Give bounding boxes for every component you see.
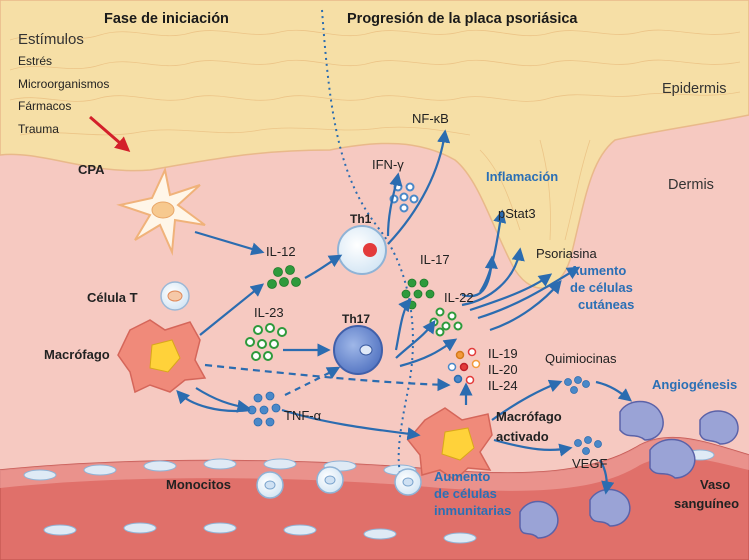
immune-cells-label-1: Aumento	[434, 470, 490, 483]
monocytes-label: Monocitos	[166, 478, 231, 491]
il24-label: IL-24	[488, 379, 518, 392]
il19-label: IL-19	[488, 347, 518, 360]
inflammation-label: Inflamación	[486, 170, 558, 183]
macrophage-label: Macrófago	[44, 348, 110, 361]
header-initiation: Fase de iniciación	[104, 12, 229, 27]
skin-cells-label-1: Aumento	[570, 264, 626, 277]
il23-label: IL-23	[254, 306, 284, 319]
chemokines-label: Quimiocinas	[545, 352, 617, 365]
activated-macrophage-label-2: activado	[496, 430, 549, 443]
il22-label: IL-22	[444, 291, 474, 304]
pstat3-label: pStat3	[498, 207, 536, 220]
stimulus-item: Fármacos	[18, 100, 71, 112]
skin-cells-label-2: de células	[570, 281, 633, 294]
vegf-label: VEGF	[572, 457, 607, 470]
psoriasin-label: Psoriasina	[536, 247, 597, 260]
tnf-label: TNF-α	[284, 409, 321, 422]
stimulus-item: Trauma	[18, 123, 59, 135]
stimulus-item: Microorganismos	[18, 78, 109, 90]
il17-label: IL-17	[420, 253, 450, 266]
apc-label: CPA	[78, 163, 104, 176]
vessel-label-2: sanguíneo	[674, 497, 739, 510]
t-cell-label: Célula T	[87, 291, 138, 304]
immune-cells-label-3: inmunitarias	[434, 504, 511, 517]
th1-label: Th1	[350, 213, 371, 225]
immune-cells-label-2: de células	[434, 487, 497, 500]
th17-cell	[334, 326, 382, 374]
ifn-label: IFN-γ	[372, 158, 404, 171]
vessel-label-1: Vaso	[700, 478, 730, 491]
th1-cell	[338, 226, 386, 274]
header-progression: Progresión de la placa psoriásica	[347, 12, 578, 27]
nfkb-label: NF-κB	[412, 112, 449, 125]
epidermis-label: Epidermis	[662, 82, 726, 97]
il12-label: IL-12	[266, 245, 296, 258]
stimuli-title: Estímulos	[18, 32, 84, 47]
th17-label: Th17	[342, 313, 370, 325]
angiogenesis-label: Angiogénesis	[652, 378, 737, 391]
skin-cells-label-3: cutáneas	[578, 298, 634, 311]
activated-macrophage-label-1: Macrófago	[496, 410, 562, 423]
dermis-label: Dermis	[668, 178, 714, 193]
stimulus-item: Estrés	[18, 55, 52, 67]
il20-label: IL-20	[488, 363, 518, 376]
